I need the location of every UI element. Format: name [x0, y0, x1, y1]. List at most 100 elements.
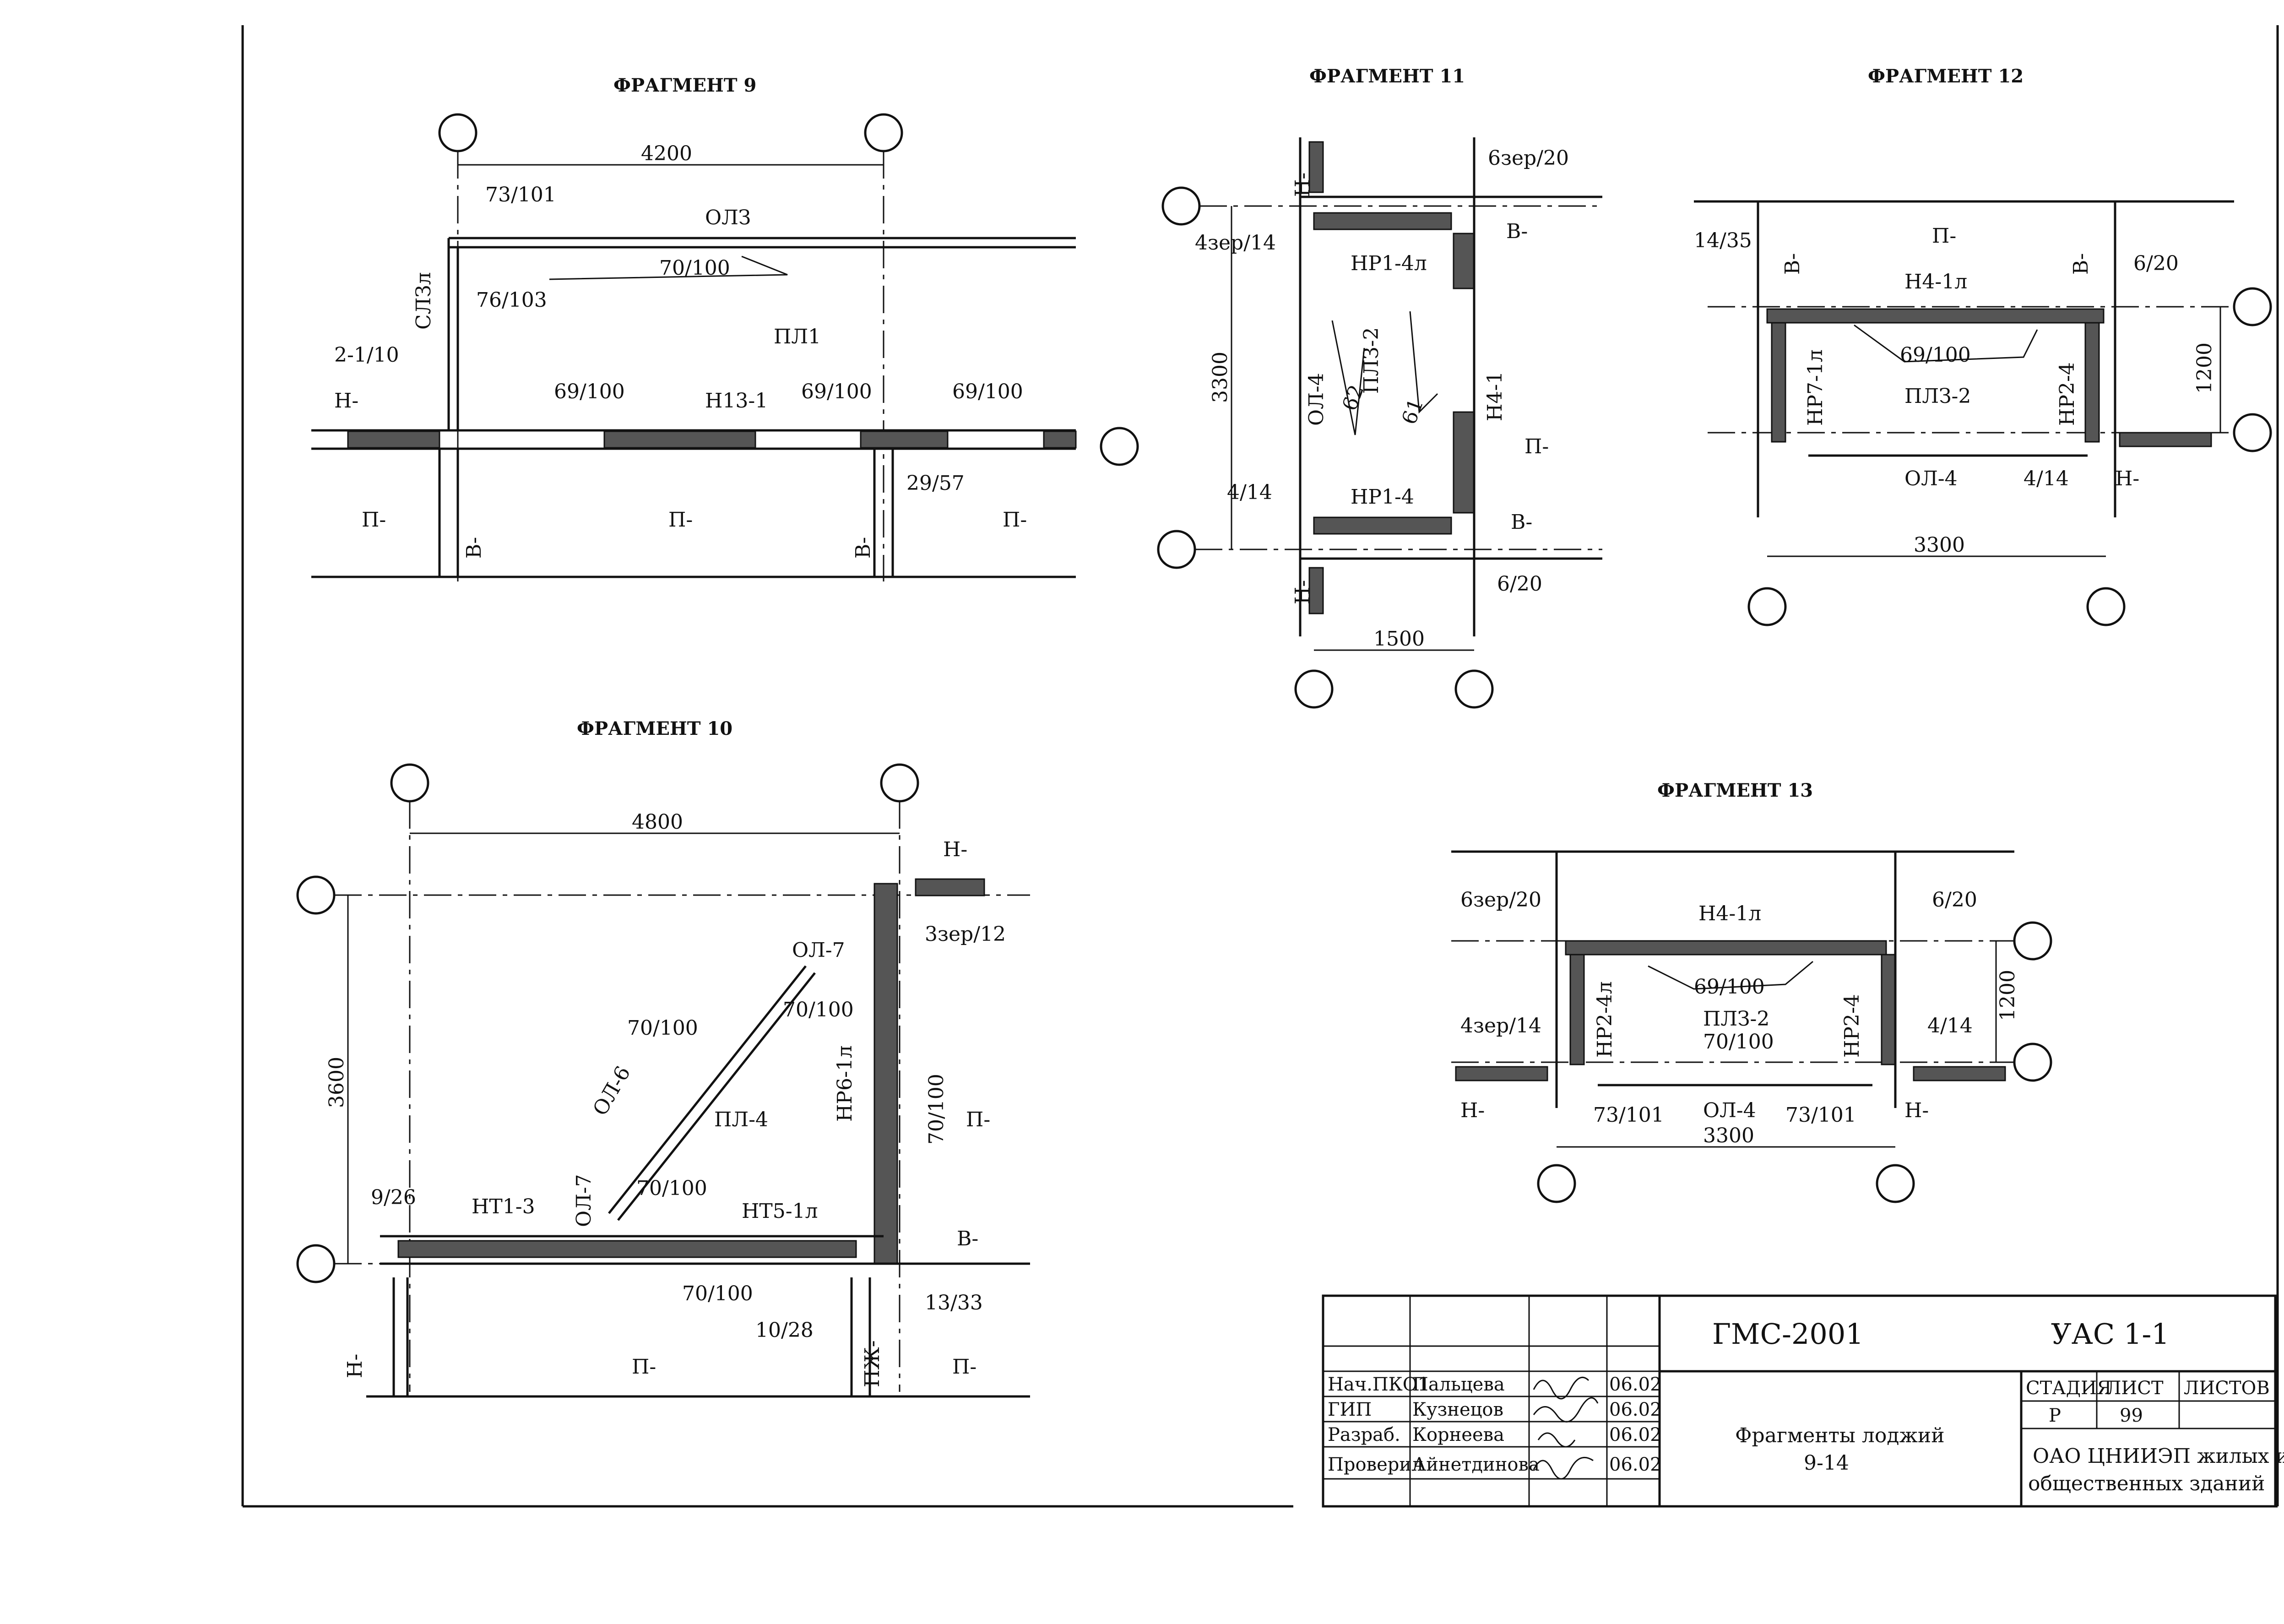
stamp-name: Корнеева: [1412, 1424, 1504, 1445]
axis-marker: [1157, 530, 1196, 569]
title-block: ГМС-2001 УАС 1-1 Нач.ПКО1 Пальцева 06.02…: [1322, 1294, 2284, 1508]
axis-marker: [1537, 1164, 1576, 1203]
label: ОЛ-4: [1904, 467, 1958, 490]
label: НТ1-3: [472, 1195, 535, 1218]
fragment-12-title: ФРАГМЕНТ 12: [1868, 65, 2024, 87]
stamp-sheets-header: ЛИСТОВ: [2184, 1378, 2270, 1399]
stamp-stage-header: СТАДИЯ: [2026, 1378, 2111, 1399]
label: П-: [1003, 508, 1027, 532]
label: НР1-4: [1351, 485, 1414, 509]
axis-marker: [1294, 669, 1334, 709]
stamp-date: 06.02: [1609, 1454, 1662, 1475]
label: 69/100: [952, 380, 1023, 403]
label: 73/101: [1593, 1103, 1664, 1127]
label: Н4-1: [1483, 371, 1507, 421]
label: НТ5-1л: [742, 1200, 818, 1223]
fragment-13: ФРАГМЕНТ 13 3300 1200 6зер/20 Н4-1л 6/20…: [1451, 780, 2052, 1203]
label: П-: [1524, 435, 1549, 458]
label: 4зер/14: [1460, 1014, 1541, 1037]
stamp-name: Кузнецов: [1412, 1399, 1503, 1420]
fragment-12-dim-width: 3300: [1914, 533, 1965, 557]
label: НР1-4л: [1351, 252, 1427, 275]
label: ПЛ1: [774, 325, 821, 348]
label: 6/20: [1497, 572, 1542, 596]
label: 73/101: [485, 183, 556, 206]
label: 6/20: [2133, 252, 2179, 275]
stamp-code: ГМС-2001: [1712, 1317, 1864, 1351]
stamp-role: Разраб.: [1328, 1424, 1400, 1445]
label: П-: [966, 1108, 990, 1131]
label: 69/100: [554, 380, 625, 403]
label: Н-: [2115, 467, 2139, 490]
axis-marker: [2086, 587, 2126, 626]
stamp-title-line2: 9-14: [1804, 1451, 1849, 1475]
label: ОЛ-4: [1703, 1099, 1756, 1122]
signature-scribble: [1533, 1456, 1594, 1480]
label: П-: [632, 1355, 656, 1379]
stamp-sheet-code: УАС 1-1: [2051, 1317, 2170, 1351]
label: ПЛЗ-2: [1904, 385, 1971, 408]
stamp-stage: Р: [2049, 1405, 2061, 1426]
signature-scribble: [1533, 1397, 1599, 1423]
fragment-12: ФРАГМЕНТ 12 3300 1200 П- 14/35 В- Н4-1л …: [1694, 65, 2272, 626]
label: 76/103: [476, 288, 547, 312]
label: 10/28: [755, 1319, 814, 1342]
axis-marker: [2233, 413, 2272, 452]
label: 70/100: [627, 1016, 698, 1040]
fragment-11-dim-height: 3300: [1209, 352, 1232, 403]
label: 4зер/14: [1195, 231, 1276, 255]
fragment-10-title: ФРАГМЕНТ 10: [577, 718, 732, 739]
label: НР7-1л: [1804, 349, 1827, 426]
stamp-role: ГИП: [1328, 1399, 1372, 1420]
axis-marker: [438, 113, 477, 152]
label: 4/14: [2024, 467, 2069, 490]
label: 6зер/20: [1460, 888, 1541, 912]
label: 14/35: [1694, 229, 1752, 252]
label: 2-1/10: [334, 343, 399, 367]
axis-marker: [2013, 1043, 2052, 1082]
label: Н-: [1291, 580, 1314, 604]
fragment-12-dim-height: 1200: [2193, 342, 2216, 394]
axis-marker: [880, 763, 919, 803]
fragment-11: ФРАГМЕНТ 11 1500 3300 Н- 6зер/20 4зер/14…: [1157, 65, 1602, 709]
label: НР2-4: [1840, 994, 1864, 1058]
label: ПЛ-4: [714, 1108, 768, 1131]
label: П-: [952, 1355, 977, 1379]
axis-marker: [1454, 669, 1494, 709]
axis-marker: [864, 113, 903, 152]
label: 6зер/20: [1488, 147, 1569, 170]
label: НР6-1л: [833, 1045, 857, 1122]
fragment-9: ФРАГМЕНТ 9 4200 73/101 ОЛЗ 70/100 76/103…: [311, 75, 1139, 581]
label: В-: [957, 1227, 978, 1250]
stamp-date: 06.02: [1609, 1374, 1662, 1395]
label: 61: [1397, 396, 1428, 428]
label: В-: [2069, 253, 2093, 275]
label: ОЛ-4: [1305, 373, 1328, 426]
axis-marker: [1100, 427, 1139, 466]
label: Н-: [1904, 1099, 1929, 1122]
stamp-role: Нач.ПКО1: [1328, 1374, 1429, 1395]
label: НР2-4: [2056, 362, 2079, 426]
axis-marker: [296, 1244, 336, 1283]
label: 70/100: [925, 1074, 948, 1145]
label: Н-: [1291, 173, 1314, 197]
label: ОЛ-7: [792, 939, 845, 962]
label: 29/57: [906, 472, 965, 495]
signature-scribble: [1537, 1432, 1576, 1448]
label: 6/20: [1932, 888, 1977, 912]
stamp-org-line1: ОАО ЦНИИЭП жилых и: [2033, 1445, 2284, 1468]
label: ОЛ-7: [572, 1174, 596, 1227]
label: 70/100: [659, 256, 730, 280]
fragment-10: ФРАГМЕНТ 10 4800 3600 Н- 3зер/12 ОЛ-7 70…: [296, 718, 1030, 1398]
label: 4/14: [1927, 1014, 1973, 1037]
label: Н-: [943, 838, 967, 861]
stamp-sheet-header: ЛИСТ: [2106, 1378, 2164, 1399]
fragment-13-title: ФРАГМЕНТ 13: [1657, 780, 1813, 801]
axis-marker: [2233, 287, 2272, 326]
label: 70/100: [636, 1177, 707, 1200]
label: В-: [1506, 220, 1528, 243]
label: НР2-4л: [1593, 981, 1617, 1058]
label: В-: [1781, 253, 1804, 275]
stamp-date: 06.02: [1609, 1399, 1662, 1420]
